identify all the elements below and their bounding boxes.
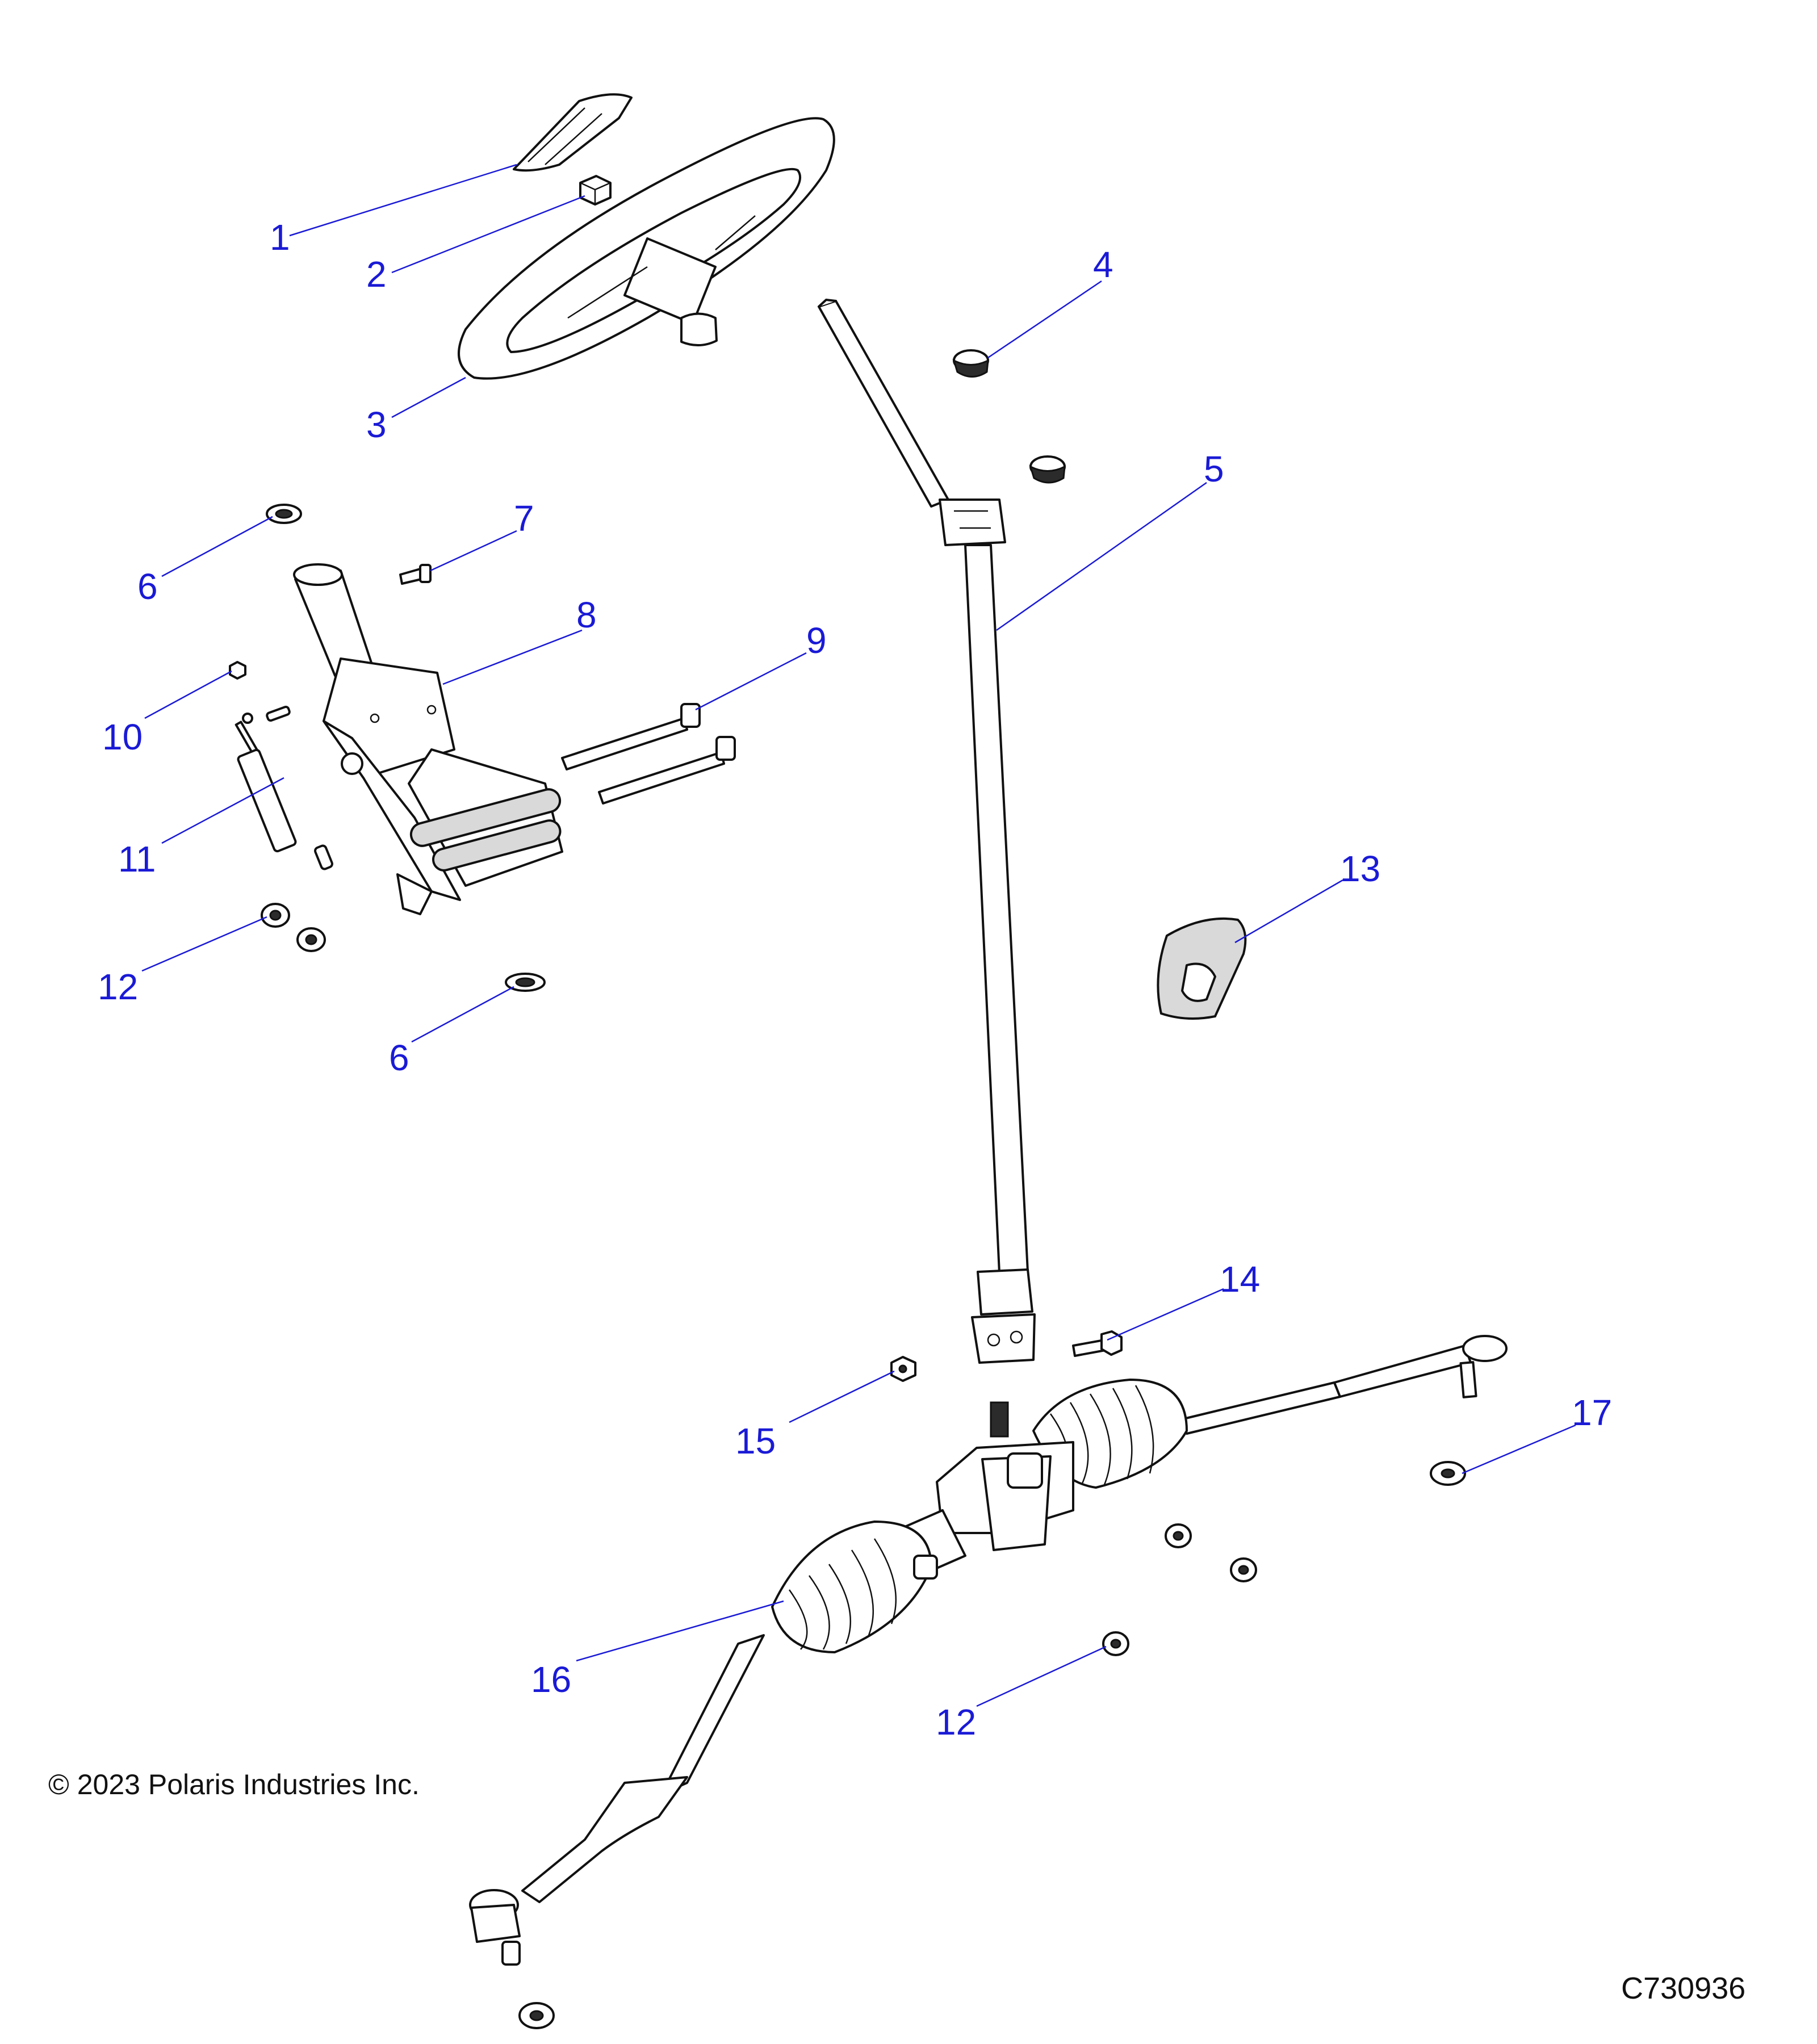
part-17-nut-right [1430,1461,1466,1486]
callout-16: 16 [531,1659,571,1700]
leader-16 [576,1600,784,1662]
part-5-steering-shaft [818,299,1036,1364]
leader-4 [987,280,1102,359]
part-12-nut-d [1230,1557,1257,1582]
part-8-tilt-bracket [293,563,563,915]
part-3-steering-wheel [458,117,835,380]
leader-14 [1107,1288,1224,1341]
part-6-bushing-lower [505,973,546,992]
part-4-bushing-second [1029,455,1066,484]
leader-2 [391,195,585,274]
diagram-id: C730936 [1621,1971,1745,2005]
leader-9 [695,652,807,711]
leader-17 [1462,1424,1576,1475]
leader-lines [141,164,1576,1707]
leader-3 [391,376,466,418]
copyright-text: © 2023 Polaris Industries Inc. [48,1769,420,1800]
callout-3: 3 [366,404,387,445]
part-13-steering-boot [1157,918,1247,1020]
part-14-bolt [1072,1330,1123,1357]
leader-12b [976,1645,1107,1707]
part-2-wheel-nut [579,175,612,206]
callout-12-lower: 12 [936,1702,976,1743]
leader-12a [141,916,267,972]
part-16-steering-rack [469,1335,1508,1966]
part-12-nut-b [296,927,326,952]
leader-7 [430,530,517,572]
callout-15: 15 [735,1421,776,1461]
callout-4: 4 [1093,244,1113,285]
part-17-nut-left [518,2002,555,2029]
part-15-nut [890,1356,916,1382]
leader-15 [789,1370,895,1423]
leader-6b [411,986,514,1043]
callout-12-upper: 12 [98,966,138,1007]
part-10-nut [229,661,246,680]
leader-5 [996,481,1207,631]
part-12-nut-c [1165,1523,1192,1548]
callout-17: 17 [1572,1392,1612,1433]
callout-8: 8 [576,594,597,635]
callout-11: 11 [118,839,156,879]
part-9-bolt-lower [598,736,736,805]
leader-6a [161,516,273,577]
part-11-gas-strut [235,705,333,870]
leader-8 [442,629,583,685]
callout-13: 13 [1340,848,1380,889]
callout-1: 1 [270,217,290,258]
leader-1 [289,164,517,237]
callout-7: 7 [514,498,534,539]
part-4-bushing [952,349,989,378]
callout-9: 9 [806,620,827,661]
part-1-steering-wheel-cap [513,93,633,172]
leader-10 [144,670,232,719]
callout-5: 5 [1204,449,1224,489]
callout-6-lower: 6 [389,1037,409,1078]
part-12-nut-a [261,903,290,928]
part-9-bolt-upper [561,703,701,770]
callout-labels: 1 2 3 4 5 6 7 8 9 10 11 12 6 13 14 15 16… [98,217,1612,1743]
part-12-nut-e [1102,1631,1129,1656]
callout-10: 10 [102,717,143,757]
callout-6-upper: 6 [137,566,158,607]
leader-13 [1234,879,1343,944]
leader-11 [161,777,284,844]
callout-14: 14 [1220,1259,1260,1300]
part-7-pin [399,564,432,585]
callout-2: 2 [366,254,387,295]
part-6-bushing-upper [266,504,302,524]
